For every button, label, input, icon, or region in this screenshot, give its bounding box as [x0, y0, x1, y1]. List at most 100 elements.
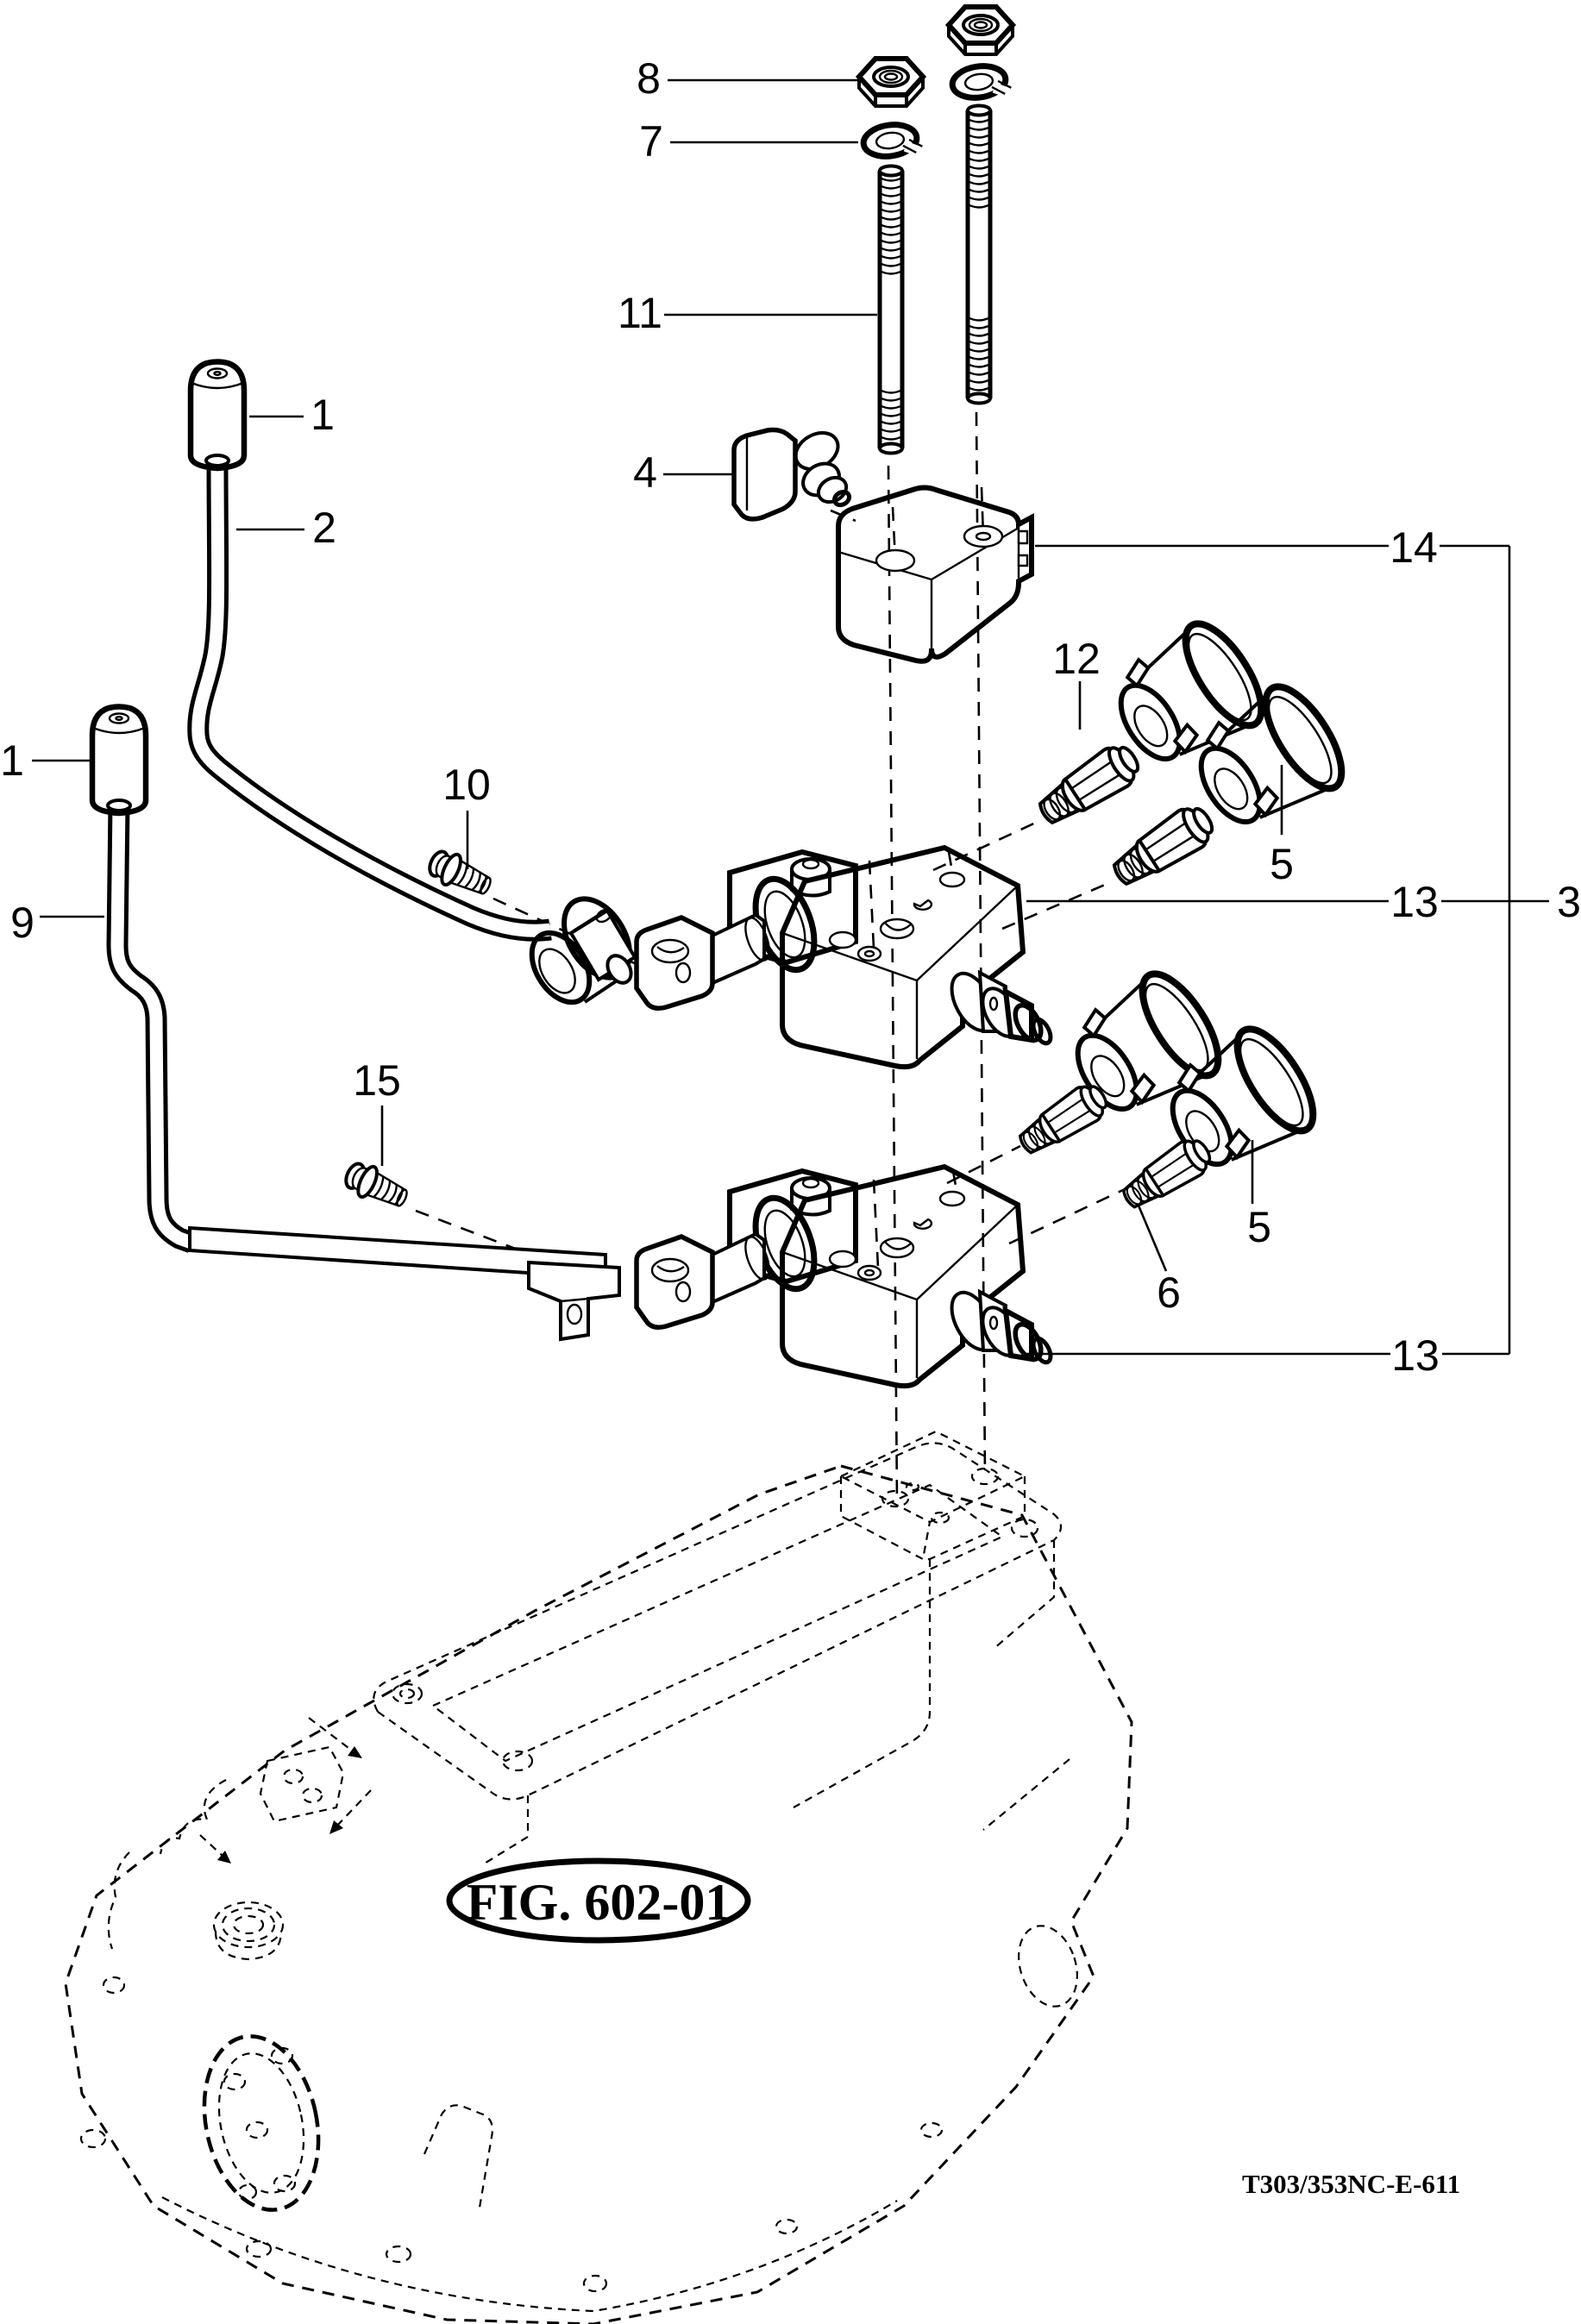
part-callout-5: 5: [1270, 840, 1294, 888]
assembly-axis-line: [975, 411, 987, 1475]
thread-mark: [879, 269, 903, 275]
control-lever-9: [106, 799, 621, 1342]
thread-mark: [879, 261, 903, 267]
thread-mark: [967, 156, 991, 162]
hex-nut-8: [859, 59, 923, 106]
thread-mark: [879, 435, 903, 441]
assembly-arrow: [199, 1717, 372, 1864]
thread-mark: [879, 404, 903, 410]
thread-mark: [879, 176, 903, 182]
nipple-fitting-6b: [1115, 1131, 1219, 1218]
thread-mark: [967, 316, 991, 322]
elbow-fitting-4: [731, 427, 852, 522]
assembly-axis-line: [891, 506, 897, 561]
assembly-axis-line: [980, 486, 985, 537]
part-callout-7: 7: [639, 117, 663, 166]
assembly-axis-lines: [415, 411, 1124, 1503]
thread-mark: [967, 179, 991, 185]
thread-mark: [967, 354, 991, 360]
part-callout-1: 1: [0, 736, 24, 785]
thread-mark: [967, 148, 991, 154]
transmission-housing: [64, 1430, 1133, 2324]
thread-mark: [967, 347, 991, 353]
thread-mark: [879, 222, 903, 229]
thread-mark: [879, 207, 903, 213]
thread-mark: [967, 339, 991, 345]
control-valve-lower-13: [637, 1167, 1054, 1386]
assembly-axis-line: [1001, 880, 1112, 930]
thread-mark: [879, 238, 903, 244]
thread-mark: [879, 396, 903, 402]
thread-mark: [967, 164, 991, 170]
part-callout-13: 13: [1391, 1331, 1440, 1380]
thread-mark: [967, 203, 991, 209]
thread-mark: [879, 230, 903, 236]
thread-mark: [967, 385, 991, 392]
assembly-axis-line: [932, 820, 1038, 872]
nipple-fitting-12b: [1104, 798, 1222, 896]
nipple-fitting-12: [1030, 736, 1148, 835]
flange-screw-15: [339, 1156, 414, 1216]
nipple-fitting-6: [1012, 1076, 1115, 1163]
thread-mark: [879, 215, 903, 221]
thread-mark: [879, 419, 903, 425]
thread-mark: [967, 141, 991, 147]
thread-mark: [967, 370, 991, 376]
thread-mark: [967, 133, 991, 139]
hex-nut-8b: [949, 7, 1013, 54]
part-callout-12: 12: [1052, 635, 1101, 683]
part-callout-13: 13: [1390, 878, 1439, 926]
assembly-axis-line: [1008, 1188, 1124, 1245]
part-callout-14: 14: [1390, 523, 1438, 572]
assembly-axis-line: [415, 1209, 605, 1284]
lever-knob-1b: [92, 707, 146, 814]
part-callout-8: 8: [637, 54, 661, 103]
lock-washer-7b: [950, 62, 1013, 106]
part-callout-15: 15: [353, 1056, 401, 1105]
figure-label-ellipse: FIG. 602-01: [446, 1857, 751, 1944]
assembly-axis-line: [887, 465, 899, 1503]
control-valve-upper-13: [637, 848, 1054, 1067]
thread-mark: [967, 125, 991, 131]
part-callout-11: 11: [618, 289, 662, 337]
control-lever-2: [187, 454, 637, 1005]
thread-mark: [879, 411, 903, 417]
part-callout-9: 9: [10, 899, 35, 947]
part-callout-5: 5: [1247, 1203, 1271, 1251]
thread-mark: [879, 388, 903, 394]
thread-mark: [967, 172, 991, 178]
thread-mark: [967, 323, 991, 329]
threaded-rod-11: [877, 164, 905, 455]
part-callout-4: 4: [633, 448, 657, 497]
drawing-code: T303/353NC-E-611: [1242, 2169, 1460, 2199]
junction-block-14: [836, 485, 1034, 664]
part-callout-6: 6: [1157, 1268, 1181, 1317]
thread-mark: [967, 331, 991, 337]
thread-mark: [967, 378, 991, 384]
lever-knob-1: [191, 362, 244, 469]
thread-mark: [967, 362, 991, 368]
thread-mark: [879, 254, 903, 260]
assembly-axis-line: [946, 1144, 1021, 1185]
part-callout-3: 3: [1557, 878, 1581, 926]
thread-mark: [879, 246, 903, 252]
thread-mark: [967, 195, 991, 201]
part-callout-2: 2: [312, 504, 336, 552]
leader-line: [1137, 1205, 1168, 1272]
assembly-axis-line: [868, 860, 875, 949]
thread-mark: [879, 184, 903, 190]
rod-threads: [879, 117, 991, 441]
thread-mark: [967, 187, 991, 193]
leader-lines: [32, 78, 1549, 1356]
assembly-axis-line: [872, 1179, 880, 1268]
part-callout-10: 10: [442, 761, 491, 809]
thread-mark: [967, 117, 991, 123]
lock-washer-7: [862, 121, 925, 165]
figure-label: FIG. 602-01: [467, 1874, 731, 1931]
thread-mark: [879, 199, 903, 205]
part-callout-1: 1: [311, 391, 335, 439]
thread-mark: [879, 191, 903, 197]
